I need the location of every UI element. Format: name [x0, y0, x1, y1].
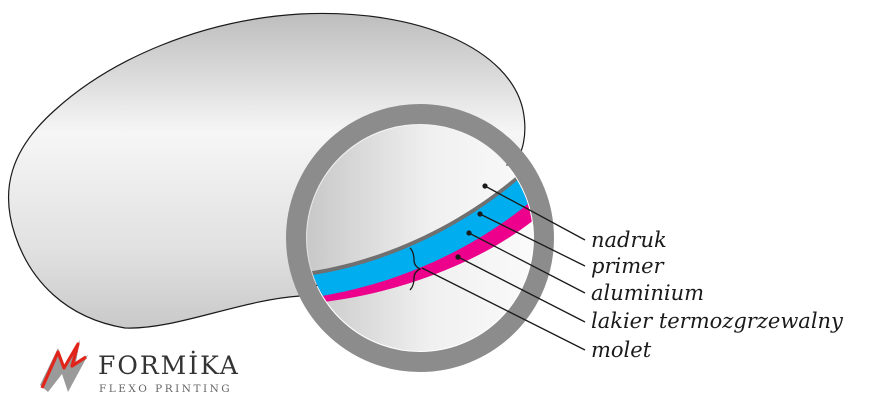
layer-aluminium [307, 170, 533, 300]
logo-bolt-icon [40, 342, 87, 389]
label-nadruk: nadruk [591, 228, 667, 252]
dot-lakier [455, 254, 461, 260]
logo-name: FORMİKA [98, 351, 240, 380]
dot-primer [477, 211, 483, 217]
label-lakier: lakier termozgrzewalny [591, 309, 844, 333]
label-molet: molet [591, 338, 652, 362]
label-primer: primer [591, 254, 666, 278]
molet-brace [409, 247, 422, 291]
dot-aluminium [466, 230, 472, 236]
logo-tagline: FLEXO PRINTING [99, 383, 232, 395]
formika-logo: FORMİKA FLEXO PRINTING [40, 340, 240, 395]
magnifier-ring [286, 104, 554, 372]
molet-blade-shape [7, 12, 526, 329]
magnified-cross-section [307, 125, 533, 351]
callout-leaders [409, 183, 586, 351]
label-aluminium: aluminium [591, 281, 704, 305]
dot-nadruk [482, 183, 488, 189]
